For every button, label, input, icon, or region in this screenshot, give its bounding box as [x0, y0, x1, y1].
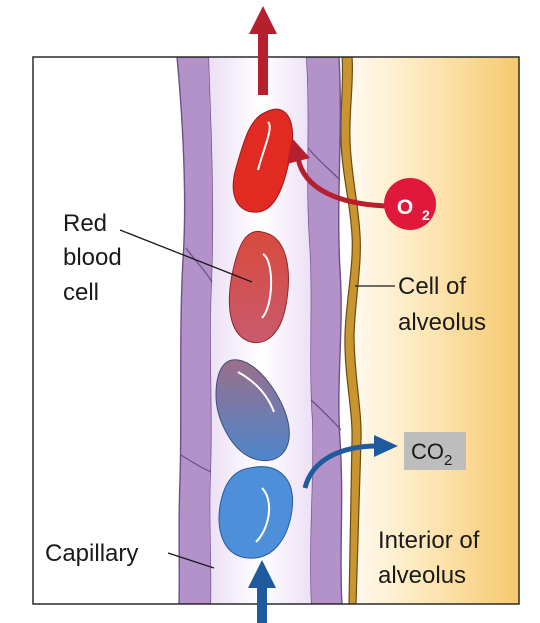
co2-box	[404, 432, 466, 470]
alveolus-wall	[340, 57, 362, 604]
capillary-left-wall	[176, 57, 214, 604]
alveolus-interior-label-line-1: Interior of	[378, 527, 480, 554]
red-blood-cell-loading	[228, 230, 289, 344]
oxygen-subscript: 2	[422, 207, 430, 223]
co2-symbol: CO	[411, 439, 444, 464]
label-red-blood-cell: Red blood cell	[63, 210, 122, 306]
red-blood-cell-oxygenated	[232, 108, 294, 213]
oxygenated-blood-flow-arrow	[249, 6, 277, 95]
oxygen-badge: O 2	[384, 178, 436, 230]
alveolus-interior-label-line-2: alveolus	[378, 562, 466, 589]
oxygen-symbol: O	[397, 196, 413, 219]
red-blood-cell-mixed	[215, 359, 290, 462]
rbc-label-line-2: blood	[63, 244, 122, 271]
co2-badge: CO 2	[404, 432, 466, 470]
alveolus-interior-region	[350, 57, 519, 604]
leader-lines	[119, 229, 395, 569]
rbc-label-line-1: Red	[63, 210, 107, 237]
oxygen-diffusion-arrow	[287, 138, 387, 209]
deoxygenated-blood-flow-arrow	[248, 560, 276, 623]
alveolus-cell-label-line-2: alveolus	[398, 309, 486, 336]
capillary-cell-boundaries	[180, 147, 342, 473]
capillary-right-wall	[305, 57, 343, 604]
label-interior-of-alveolus: Interior of alveolus	[378, 527, 480, 589]
label-cell-of-alveolus: Cell of alveolus	[398, 273, 486, 336]
red-blood-cell-deoxygenated	[218, 466, 294, 559]
rbc-leader-line	[119, 229, 253, 283]
co2-diffusion-arrow	[302, 435, 398, 489]
rbc-label-line-3: cell	[63, 279, 99, 306]
alveolus-cell-label-line-1: Cell of	[398, 273, 466, 300]
label-capillary: Capillary	[45, 540, 138, 567]
capillary-leader-line	[167, 552, 215, 569]
diagram-frame	[32, 56, 520, 605]
co2-subscript: 2	[444, 452, 452, 469]
